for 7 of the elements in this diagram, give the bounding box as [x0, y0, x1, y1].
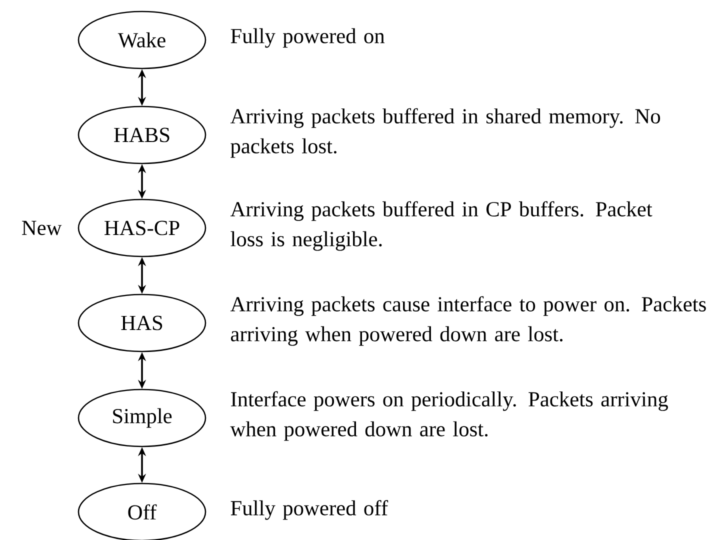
state-description: Interface powers on periodically. Packets arriving when powered down are lost.: [230, 391, 668, 441]
state-description: Fully powered on: [230, 28, 385, 48]
state-description: Arriving packets buffered in shared memory. No packets lost.: [230, 108, 660, 158]
state-description: Fully powered off: [230, 500, 388, 520]
state-description: Arriving packets cause interface to power on. Packets arriving when powered down are lost.: [230, 296, 706, 346]
state-description: Arriving packets buffered in CP buffers. Packet loss is negligible.: [230, 201, 652, 251]
side-label: New: [22, 220, 62, 236]
